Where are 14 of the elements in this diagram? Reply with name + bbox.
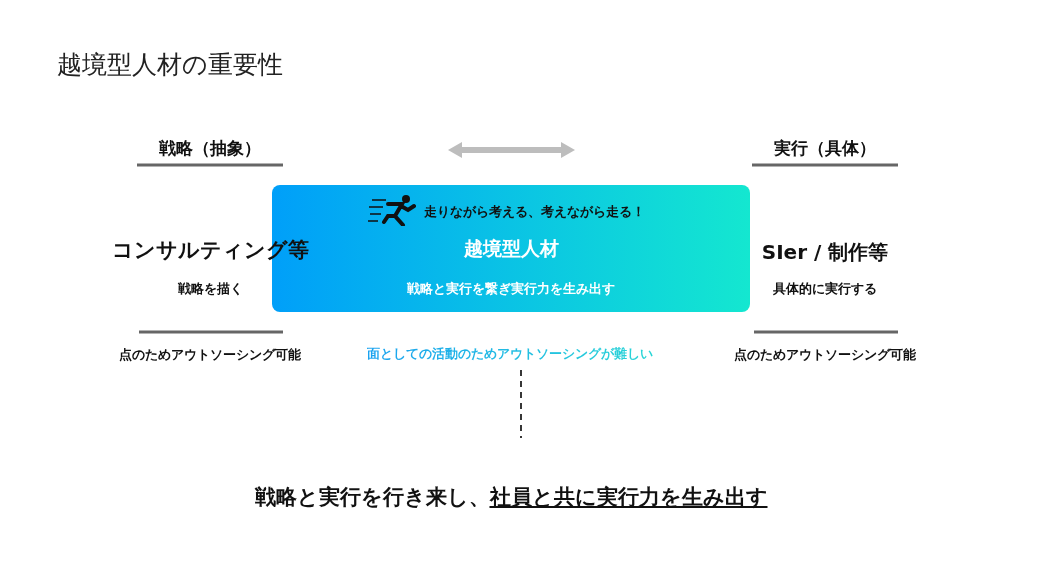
heading: 戦略（抽象）: [159, 136, 261, 160]
slogan: 走りながら考える、考えながら走る！: [423, 203, 645, 221]
heading: 実行（具体）: [774, 136, 876, 160]
description: 戦略を描く: [177, 280, 243, 298]
description: 具体的に実行する: [773, 280, 877, 298]
title: 越境型人材の重要性: [57, 49, 283, 81]
conclusion: 戦略と実行を行き来し、社員と共に実行力を生み出す: [250, 483, 772, 511]
note: 点のためアウトソーシング可能: [119, 346, 301, 364]
connector: [520, 369, 522, 439]
category-label: SIer / 制作等: [761, 238, 889, 266]
node-title: 越境型人材: [463, 236, 559, 261]
note: 点のためアウトソーシング可能: [734, 346, 916, 364]
note: 面としての活動のためアウトソーシングが難しい: [367, 345, 653, 363]
node-description: 戦略と実行を繋ぎ実行力を生み出す: [407, 280, 615, 298]
